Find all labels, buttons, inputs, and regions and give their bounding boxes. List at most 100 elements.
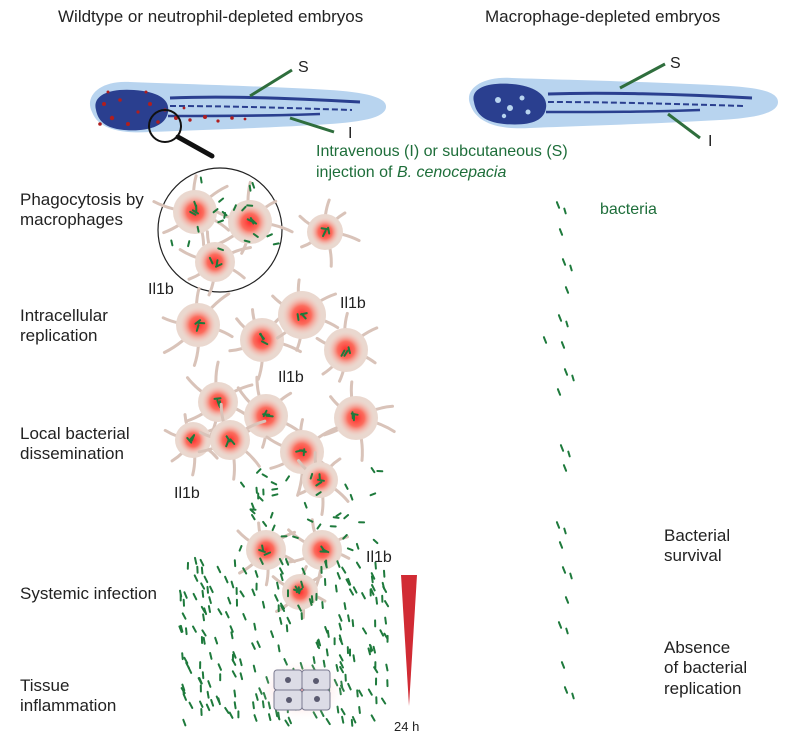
- bacterium: [556, 388, 562, 396]
- time-end-label: 24 h: [394, 719, 420, 734]
- bacterium: [199, 700, 204, 708]
- bacterium: [355, 542, 360, 550]
- bacterium: [232, 204, 237, 211]
- magnified-view-circle: [157, 167, 283, 293]
- bacterium: [374, 561, 377, 570]
- bacterium: [321, 601, 324, 609]
- bacterium: [213, 397, 222, 400]
- bacterium: [278, 557, 284, 566]
- macrophage: [152, 174, 231, 247]
- bacterium: [563, 527, 567, 535]
- bacterium: [182, 693, 187, 701]
- bacterium: [251, 514, 256, 521]
- bacterium: [252, 664, 257, 673]
- bacterium: [261, 544, 265, 553]
- bacterium: [271, 524, 276, 532]
- bacterium: [370, 575, 374, 584]
- bacterium: [217, 697, 221, 706]
- bacterium: [375, 596, 378, 605]
- needle-intravenous-right: [667, 112, 701, 140]
- il1b-label-5: Il1b: [366, 549, 392, 566]
- bacterium: [205, 703, 211, 712]
- bacterium: [327, 226, 331, 235]
- macrophage: [185, 360, 255, 436]
- bacterium: [229, 625, 234, 633]
- bacterium: [185, 627, 188, 636]
- bacterium: [564, 286, 570, 294]
- bacterium: [231, 670, 237, 678]
- bacterium: [349, 588, 354, 596]
- bacterium: [208, 256, 214, 265]
- bacterium: [351, 619, 355, 628]
- bacterium: [542, 336, 548, 344]
- il1b-label-4: Il1b: [174, 485, 200, 502]
- bacterium: [309, 472, 314, 480]
- bacterium: [239, 658, 243, 667]
- bacterium: [315, 481, 323, 487]
- bacterium: [347, 682, 352, 691]
- bacterium: [217, 663, 222, 671]
- bacterium: [206, 690, 210, 699]
- macrophage: [285, 518, 351, 591]
- label-subcutaneous-left: S: [298, 59, 309, 76]
- bacterium: [347, 577, 352, 586]
- bacterium: [317, 638, 322, 647]
- bacterium: [565, 320, 569, 328]
- bacterium: [178, 625, 183, 633]
- bacterium: [563, 368, 569, 376]
- bacterium: [229, 438, 236, 445]
- bacterium: [223, 212, 227, 219]
- bacterium: [259, 557, 264, 565]
- bacterium: [209, 585, 214, 594]
- bacterium: [280, 604, 286, 612]
- bacterium: [341, 715, 345, 724]
- bacterium: [187, 240, 191, 248]
- bacterium: [335, 512, 342, 518]
- bacterium: [561, 566, 567, 574]
- bacterium: [358, 689, 363, 697]
- bacterium: [224, 706, 230, 714]
- bacterium: [342, 534, 348, 540]
- bacterium: [250, 502, 255, 510]
- bacterium: [261, 600, 266, 609]
- bacterium: [336, 560, 341, 568]
- bacterium: [324, 626, 329, 634]
- bacterium: [343, 602, 347, 610]
- bacterium: [238, 545, 243, 552]
- bacterium: [240, 481, 245, 488]
- macrophage: [197, 402, 267, 481]
- bacterium: [201, 629, 207, 637]
- bacterium: [209, 652, 213, 660]
- bacterium: [217, 608, 223, 616]
- bacterium: [233, 689, 237, 698]
- bacterium: [243, 239, 251, 243]
- bacterium: [233, 701, 237, 710]
- bacterium: [286, 616, 292, 625]
- bacterium: [300, 312, 307, 320]
- bacterium: [210, 699, 215, 707]
- bacterium: [322, 229, 327, 238]
- inflamed-tissue: [256, 658, 348, 722]
- bacterium: [271, 487, 279, 491]
- bacterium: [242, 567, 248, 575]
- bacterium: [259, 332, 265, 341]
- needle-subcutaneous-left: [249, 68, 293, 98]
- bacterium: [367, 688, 373, 696]
- bacterium: [567, 450, 571, 458]
- bacterium: [191, 209, 199, 215]
- bacterium: [343, 514, 350, 520]
- bacterium: [207, 680, 212, 688]
- bacterium: [241, 205, 247, 212]
- macrophage: [178, 230, 252, 297]
- bacterium: [569, 264, 573, 272]
- bacterium: [320, 227, 329, 231]
- macrophage: [271, 278, 340, 352]
- bacterium: [271, 493, 279, 497]
- bacterium: [212, 208, 219, 214]
- bacterium: [276, 581, 280, 590]
- bacterium: [274, 594, 279, 602]
- bacterium: [370, 588, 375, 596]
- bacterium: [266, 233, 273, 238]
